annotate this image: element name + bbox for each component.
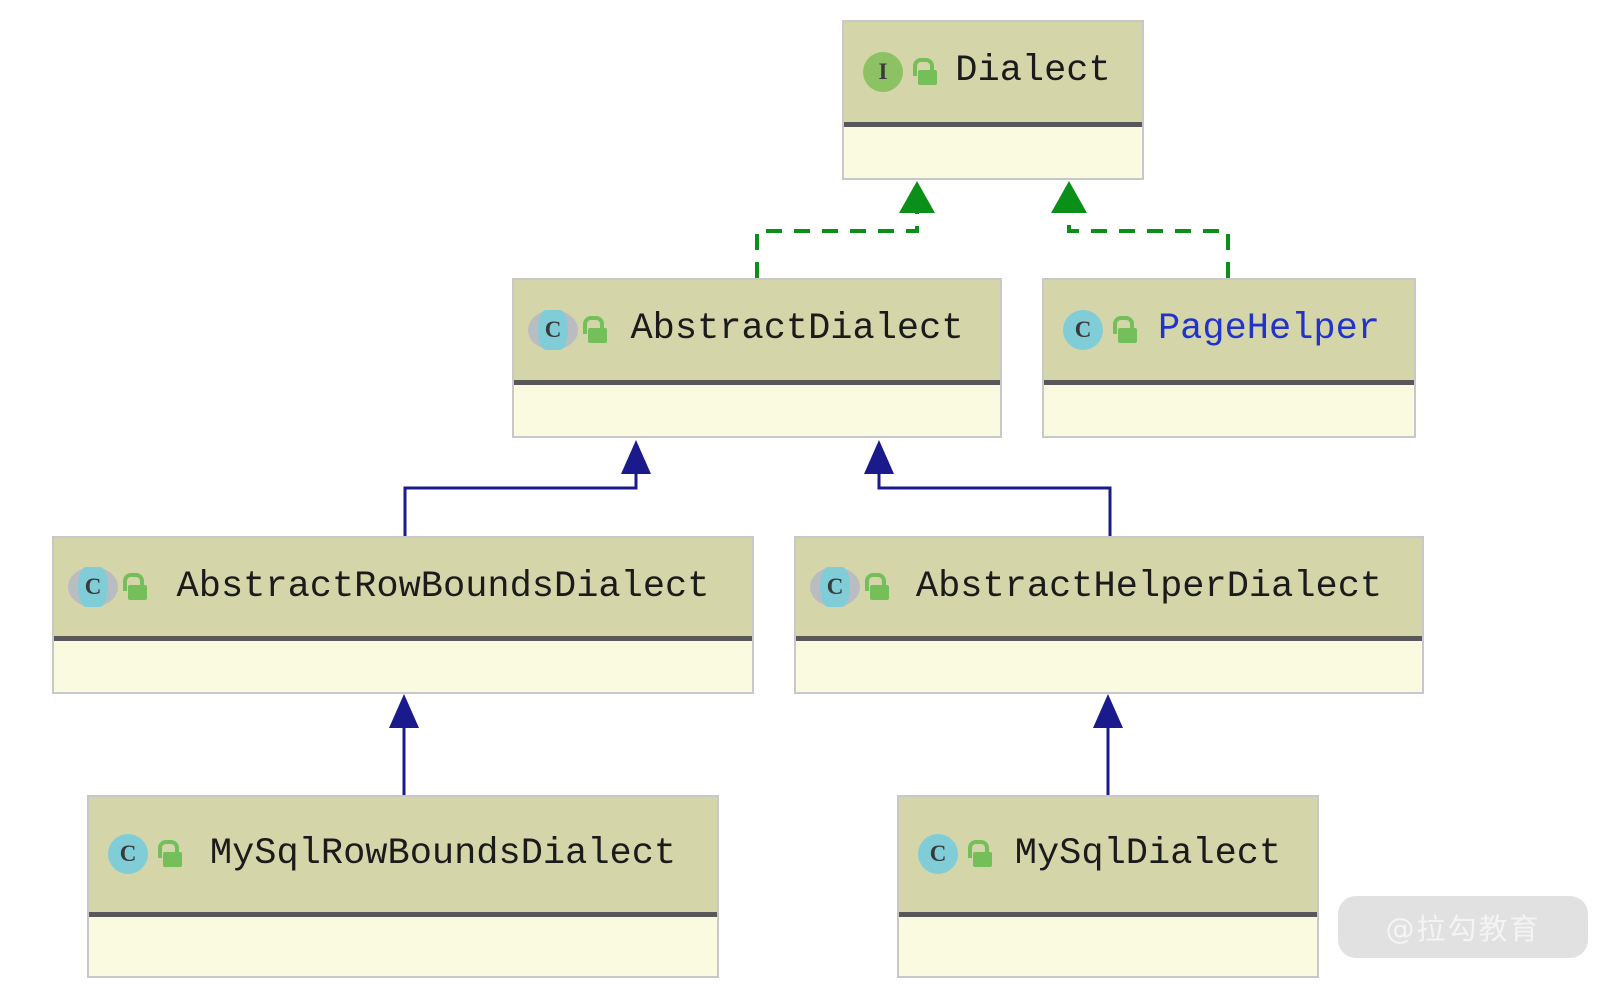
extends-arrowhead xyxy=(1093,694,1123,728)
class-stereotype-icon: C xyxy=(913,833,958,875)
class-stereotype-icon: C xyxy=(103,833,148,875)
stereotype-letter: C xyxy=(820,567,850,608)
class-stereotype-icon: C xyxy=(1058,309,1103,351)
node-header: C AbstractRowBoundsDialect xyxy=(54,538,752,642)
edge-extends-mysqlrowboundsdialect-abstractrowboundsdialect xyxy=(389,694,419,795)
node-members-compartment xyxy=(514,384,1000,436)
unlocked-padlock-icon xyxy=(906,54,940,90)
node-members-compartment xyxy=(54,641,752,692)
node-header: C MySqlRowBoundsDialect xyxy=(89,797,717,917)
unlocked-padlock-icon xyxy=(1106,312,1140,348)
stereotype-letter: I xyxy=(863,51,903,92)
unlocked-padlock-icon xyxy=(116,569,150,605)
stereotype-letter: C xyxy=(108,834,148,875)
node-header: I Dialect xyxy=(844,22,1142,127)
stereotype-letter: C xyxy=(1063,309,1103,350)
edge-extends-abstractrowboundsdialect-abstractdialect xyxy=(403,440,651,536)
node-members-compartment xyxy=(89,916,717,976)
interface-stereotype-icon: I xyxy=(858,51,903,93)
extends-arrowhead xyxy=(621,440,651,474)
edge-implements-abstractdialect-dialect xyxy=(755,181,935,278)
unlocked-padlock-icon xyxy=(858,569,892,605)
node-members-compartment xyxy=(796,641,1422,692)
node-title: Dialect xyxy=(955,50,1111,93)
abstract-class-stereotype-icon: C xyxy=(528,309,578,351)
stereotype-letter: C xyxy=(78,567,108,608)
abstract-class-stereotype-icon: C xyxy=(68,566,118,608)
uml-class-node-abstract-dialect[interactable]: C AbstractDialect xyxy=(512,278,1002,438)
unlocked-padlock-icon xyxy=(961,836,995,872)
edge-extends-abstracthelperdialect-abstractdialect xyxy=(864,440,1112,536)
node-header: C AbstractDialect xyxy=(514,280,1000,385)
uml-class-node-mysql-rowbounds-dialect[interactable]: C MySqlRowBoundsDialect xyxy=(87,795,719,978)
extends-arrowhead xyxy=(864,440,894,474)
uml-class-node-abstract-rowbounds-dialect[interactable]: C AbstractRowBoundsDialect xyxy=(52,536,754,694)
unlocked-padlock-icon xyxy=(576,312,610,348)
stereotype-letter: C xyxy=(538,309,568,350)
node-title: MySqlRowBoundsDialect xyxy=(209,832,677,875)
uml-class-node-dialect[interactable]: I Dialect xyxy=(842,20,1144,180)
node-title: AbstractRowBoundsDialect xyxy=(176,565,710,608)
uml-class-node-mysql-dialect[interactable]: C MySqlDialect xyxy=(897,795,1319,978)
edge-extends-mysqldialect-abstracthelperdialect xyxy=(1093,694,1123,795)
unlocked-padlock-icon xyxy=(151,836,185,872)
node-members-compartment xyxy=(1044,384,1414,436)
implements-arrowhead xyxy=(899,181,935,213)
uml-class-node-page-helper[interactable]: C PageHelper xyxy=(1042,278,1416,438)
node-title: AbstractHelperDialect xyxy=(915,565,1383,608)
node-title: AbstractDialect xyxy=(630,308,964,351)
edge-implements-pagehelper-dialect xyxy=(1051,181,1230,278)
node-title[interactable]: PageHelper xyxy=(1157,308,1381,351)
extends-arrowhead xyxy=(389,694,419,728)
node-title: MySqlDialect xyxy=(1014,832,1282,875)
node-members-compartment xyxy=(844,126,1142,178)
node-members-compartment xyxy=(899,916,1317,976)
abstract-class-stereotype-icon: C xyxy=(810,566,860,608)
node-header: C MySqlDialect xyxy=(899,797,1317,917)
watermark: @拉勾教育 xyxy=(1338,896,1588,958)
stereotype-letter: C xyxy=(918,834,958,875)
node-header: C PageHelper xyxy=(1044,280,1414,385)
implements-arrowhead xyxy=(1051,181,1087,213)
node-header: C AbstractHelperDialect xyxy=(796,538,1422,642)
uml-class-node-abstract-helper-dialect[interactable]: C AbstractHelperDialect xyxy=(794,536,1424,694)
